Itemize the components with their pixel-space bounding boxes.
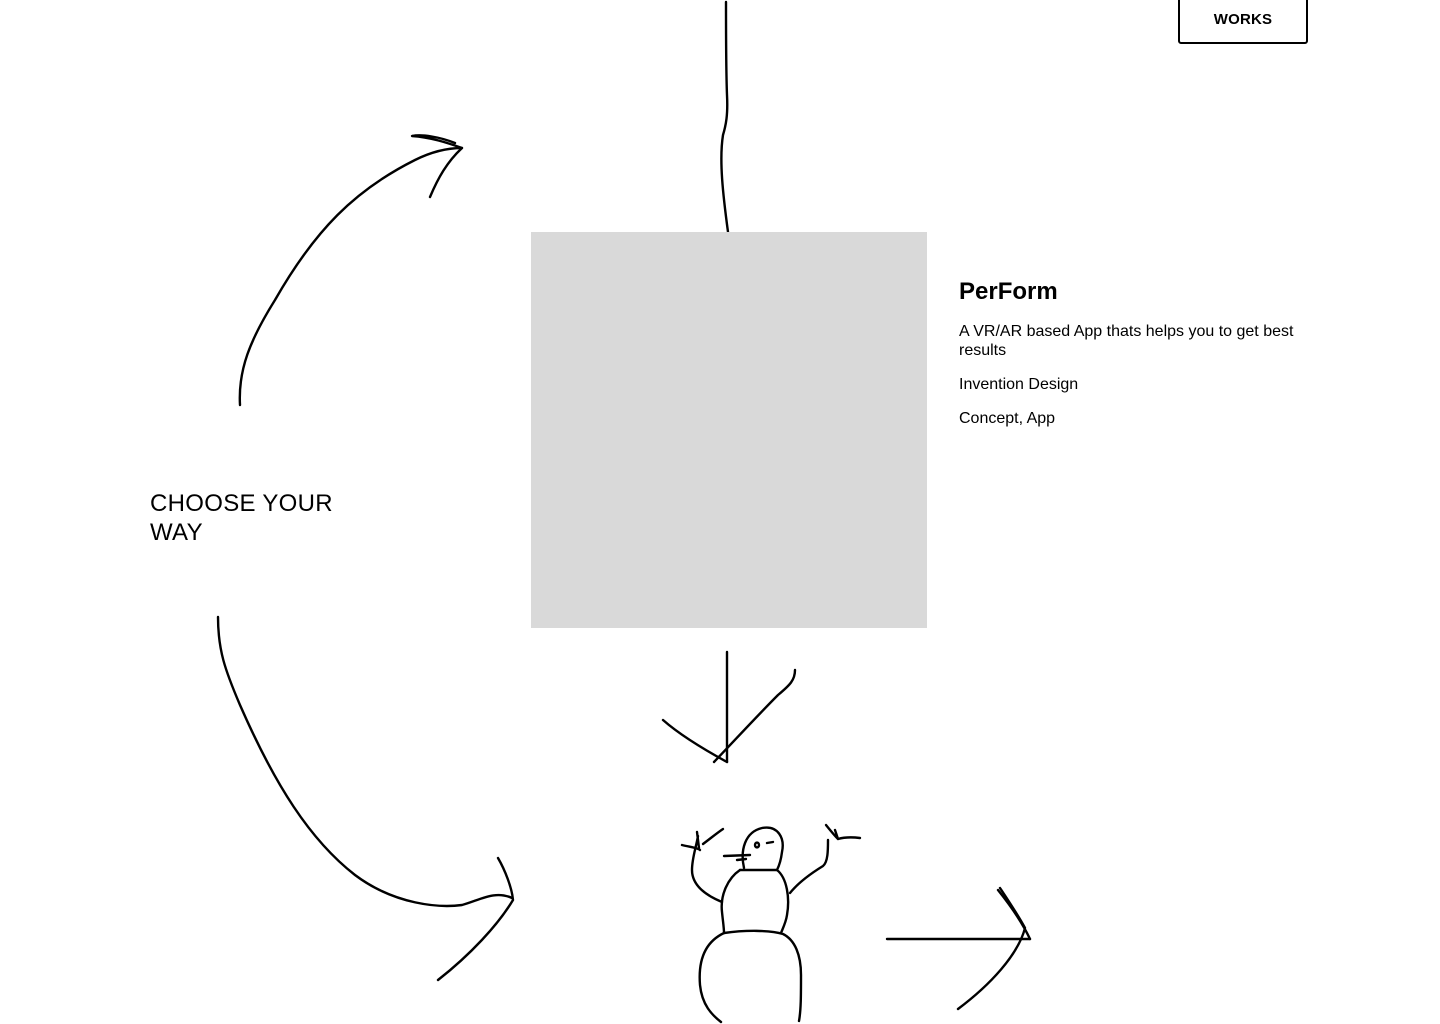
top-connector-line [720, 0, 730, 234]
project-title[interactable]: PerForm [959, 278, 1058, 305]
project-category: Invention Design [959, 376, 1079, 393]
hero-tagline: CHOOSE YOUR WAY [150, 490, 333, 546]
project-info: PerForm A VR/AR based App thats helps yo… [959, 277, 1339, 443]
works-button-label: WORKS [1213, 11, 1273, 28]
project-description: A VR/AR based App thats helps you to get… [959, 323, 1294, 359]
curved-arrow-down-icon [216, 615, 515, 982]
down-arrow-icon [661, 650, 797, 764]
curved-arrow-up-icon [238, 134, 464, 407]
project-thumbnail[interactable] [531, 232, 927, 628]
snowman-doodle-icon [680, 823, 862, 1024]
right-arrow-icon [885, 886, 1032, 1011]
works-button[interactable]: WORKS [1178, 0, 1308, 44]
project-tags: Concept, App [959, 410, 1056, 427]
